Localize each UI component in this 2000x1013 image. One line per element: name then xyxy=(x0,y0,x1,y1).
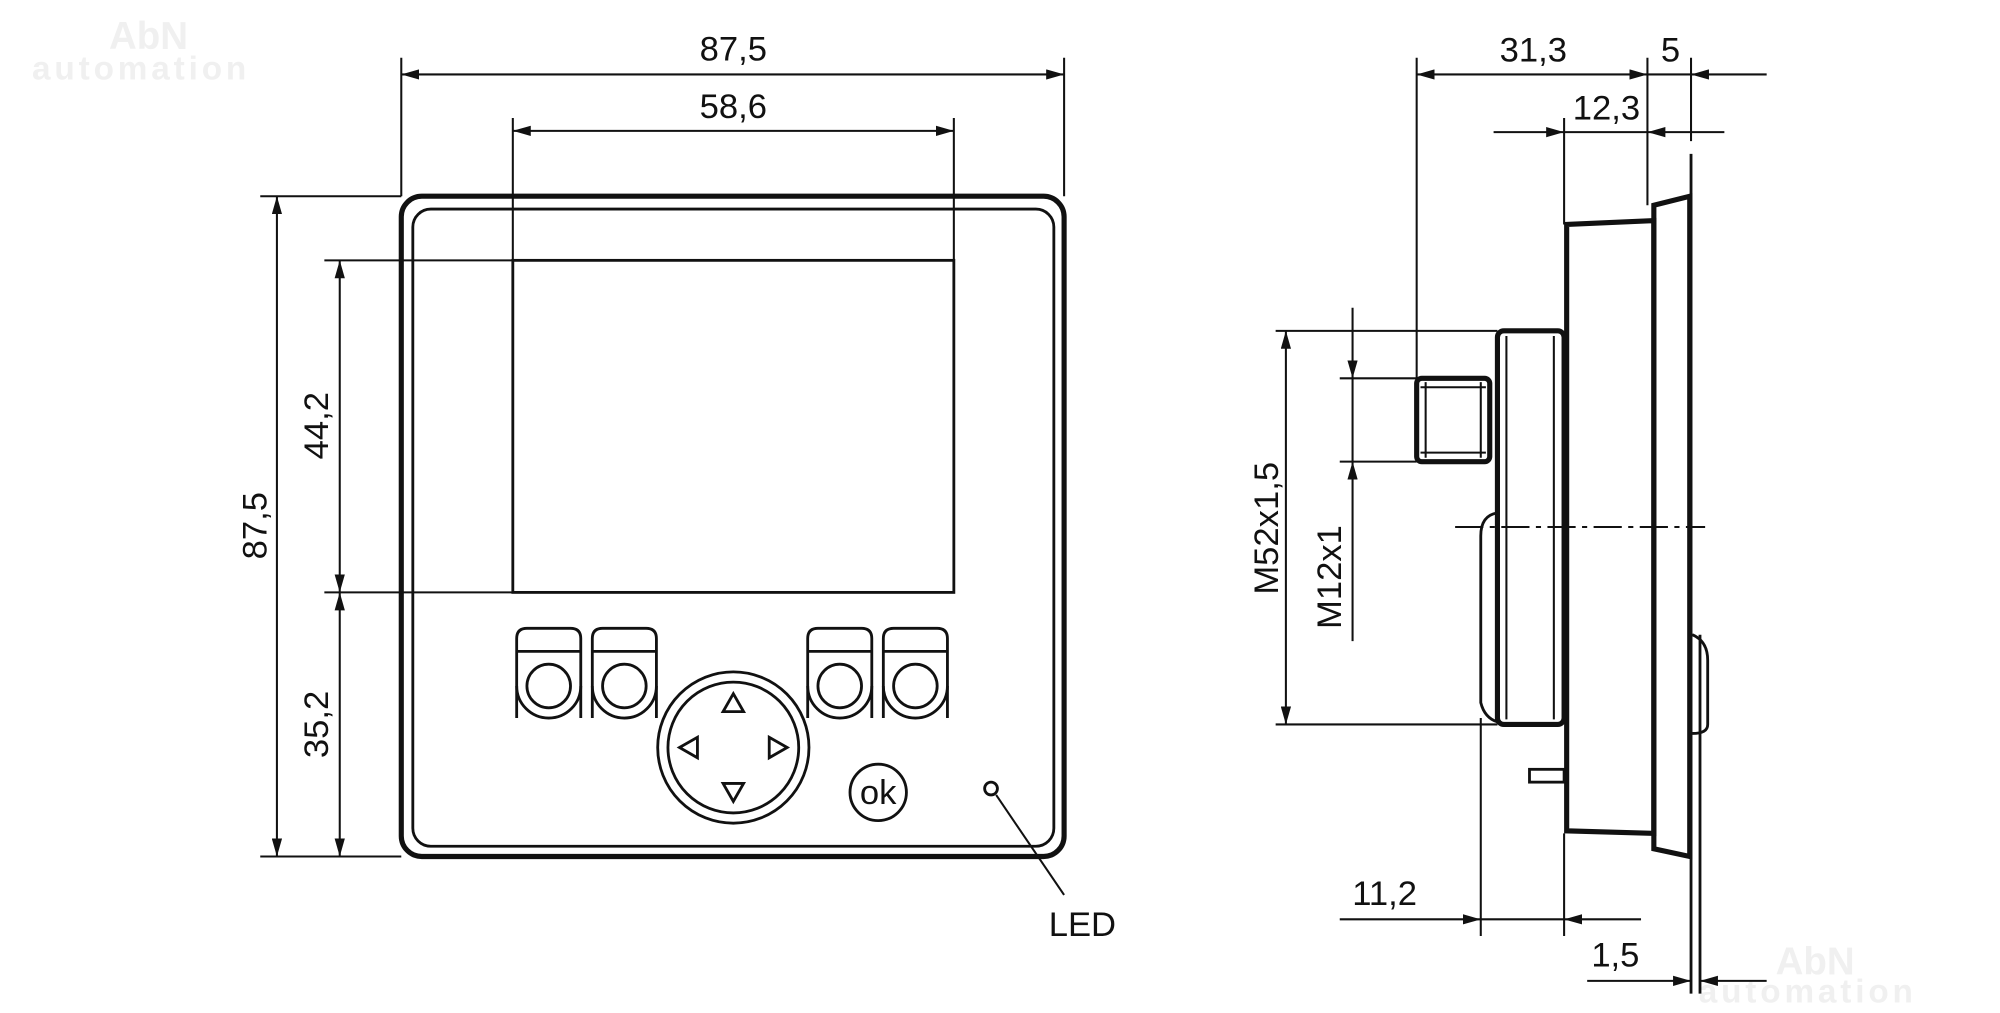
function-button-3 xyxy=(806,626,874,720)
side-tab xyxy=(1528,767,1566,784)
mounting-clip xyxy=(1691,633,1710,735)
dimension-lower-height: 35,2 xyxy=(298,592,345,857)
arrow-right-icon xyxy=(767,734,791,761)
dimension-label: 87,5 xyxy=(237,492,275,559)
dimension-label: 12,3 xyxy=(1573,89,1640,127)
housing-outline xyxy=(398,193,1067,860)
function-button-4 xyxy=(881,626,949,720)
dimension-label: 31,3 xyxy=(1500,32,1567,70)
dimension-label: 44,2 xyxy=(298,392,336,459)
housing-inner-outline xyxy=(411,207,1056,848)
dimension-display-width: 58,6 xyxy=(511,88,955,261)
dimension-label: 35,2 xyxy=(298,691,336,758)
side-view: 31,3 5 12,3 M52x1,5 M12x1 xyxy=(1248,32,1767,994)
ok-button: ok xyxy=(848,762,908,823)
dimension-label: 5 xyxy=(1661,32,1680,70)
arrow-down-icon xyxy=(720,782,747,805)
m12-connector xyxy=(1414,375,1493,465)
watermark-text: automation xyxy=(1699,974,1917,1011)
ok-label: ok xyxy=(860,774,897,812)
dimension-height-overall: 87,5 xyxy=(237,195,402,858)
navigation-pad xyxy=(656,670,811,825)
dimension-label: 1,5 xyxy=(1591,937,1639,975)
panel-plate xyxy=(1689,153,1702,994)
dimension-thread-main: M52x1,5 xyxy=(1248,329,1498,726)
dimension-label: 58,6 xyxy=(700,88,767,126)
led-indicator: LED xyxy=(983,780,1116,944)
function-button-1 xyxy=(515,626,583,720)
function-button-2 xyxy=(590,626,658,720)
led-label: LED xyxy=(1049,906,1116,944)
dimension-thread-connector: M12x1 xyxy=(1311,307,1417,642)
dimension-panel-thickness: 1,5 xyxy=(1587,937,1767,986)
front-view: ok LED 87,5 58,6 87,5 xyxy=(237,30,1116,944)
dimension-label: M52x1,5 xyxy=(1248,462,1286,595)
dimension-width-overall: 87,5 xyxy=(400,30,1066,197)
arrow-up-icon xyxy=(720,690,747,714)
dimension-front-thickness: 5 xyxy=(1647,32,1767,142)
dimension-label: M12x1 xyxy=(1311,525,1349,629)
dimension-label: 11,2 xyxy=(1352,875,1417,913)
watermark-text: AbN xyxy=(109,15,188,58)
watermark-top-left: AbN automation xyxy=(32,15,250,88)
watermark-text: AbN xyxy=(1776,940,1855,983)
dimension-body-depth: 12,3 xyxy=(1493,89,1725,225)
bracket-profile xyxy=(1479,511,1498,724)
arrow-left-icon xyxy=(676,734,699,761)
watermark-bottom-right: AbN automation xyxy=(1699,940,1917,1011)
display-area xyxy=(511,258,956,594)
watermark-text: automation xyxy=(32,51,250,88)
dimension-nut-offset: 11,2 xyxy=(1339,718,1642,936)
dimension-label: 87,5 xyxy=(700,30,767,68)
dimension-display-height: 44,2 xyxy=(298,259,513,594)
dimension-depth-total: 31,3 xyxy=(1415,32,1649,379)
